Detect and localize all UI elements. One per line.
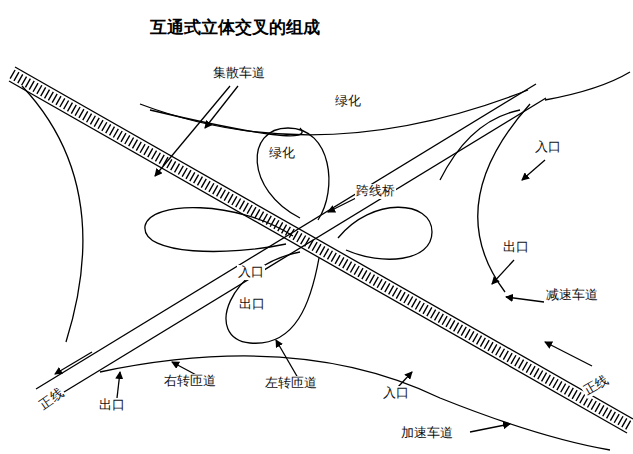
entrance-label: 入口: [382, 386, 410, 401]
lane-label: 减速车道: [545, 288, 599, 303]
bridge-label: 跨线桥: [355, 184, 396, 199]
mainline-label: 正线: [36, 385, 68, 413]
diagram-title: 互通式立体交叉的组成: [150, 16, 320, 39]
lane-label: 加速车道: [400, 426, 454, 441]
entrance-label: 入口: [534, 140, 562, 155]
road-label: 集散车道: [212, 66, 266, 81]
exit-label: 出口: [238, 297, 266, 312]
green-label: 绿化: [268, 146, 296, 161]
ramp-label: 左转匝道: [264, 376, 318, 391]
ramp-label: 右转匝道: [163, 374, 217, 389]
exit-label: 出口: [502, 240, 530, 255]
exit-label: 出口: [98, 398, 126, 413]
green-label: 绿化: [334, 94, 362, 109]
entrance-label: 入口: [237, 265, 265, 280]
mainline-label: 正线: [580, 372, 612, 399]
